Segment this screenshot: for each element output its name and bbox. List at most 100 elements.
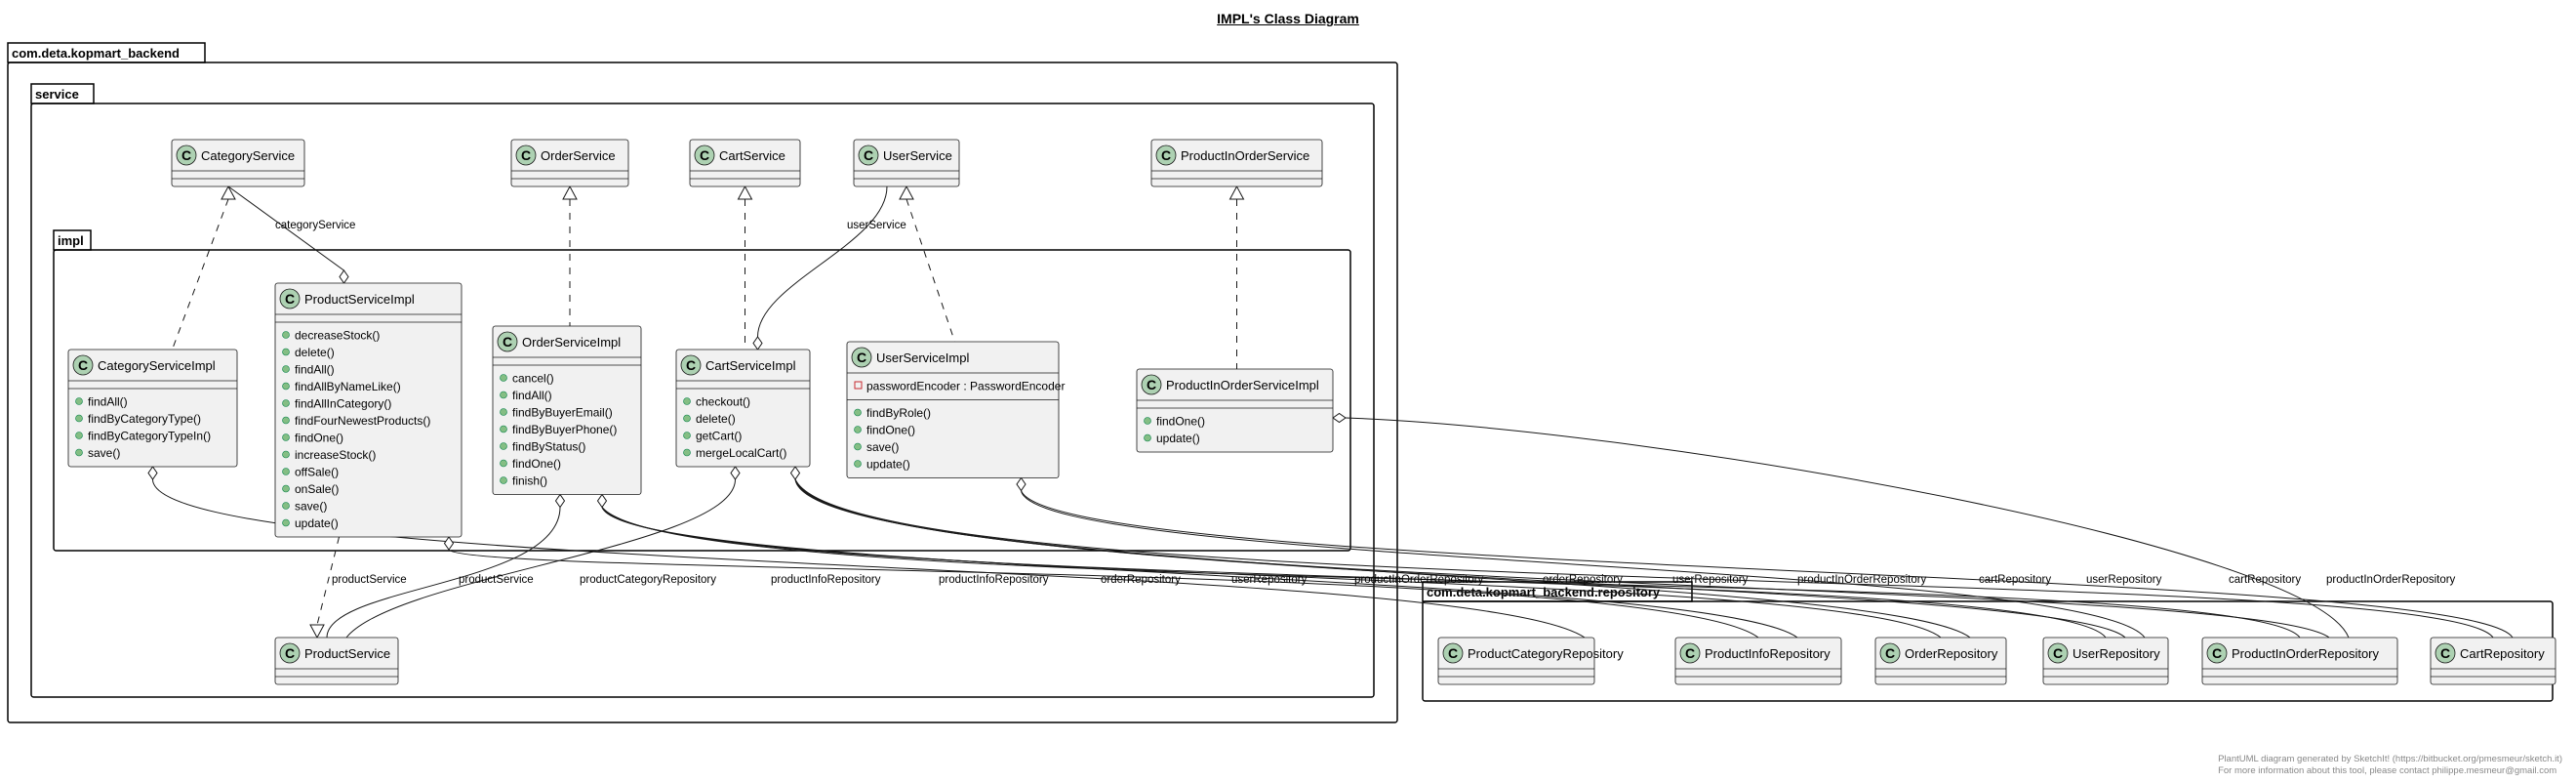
public-marker-icon: [500, 425, 507, 433]
class-method: increaseStock(): [295, 448, 376, 462]
class-method: update(): [295, 516, 339, 530]
class-circle-icon: [1442, 642, 1464, 664]
class-name: ProductInOrderServiceImpl: [1166, 378, 1319, 392]
public-marker-icon: [282, 331, 290, 339]
class-method: findOne(): [1156, 415, 1205, 429]
package-label-impl: impl: [58, 233, 84, 248]
relation-product-in-order-repository-order-service-impl: productInOrderRepository: [601, 507, 2301, 639]
package-label-root: com.deta.kopmart_backend: [12, 46, 180, 61]
public-marker-icon: [500, 459, 507, 468]
public-marker-icon: [282, 518, 290, 527]
class-circle-icon: C: [503, 334, 512, 350]
class-circle-icon: C: [686, 357, 696, 373]
class-circle-icon: [858, 144, 879, 166]
relation-order-repository-cart-service-impl: orderRepository: [789, 466, 1971, 639]
public-marker-icon: [854, 442, 862, 451]
class-circle-icon: C: [521, 147, 531, 163]
class-name: CartServiceImpl: [705, 358, 796, 373]
public-marker-icon: [282, 399, 290, 407]
relation-user-service-user-service-impl: [899, 185, 955, 343]
private-marker-icon: [854, 381, 863, 390]
class-method: offSale(): [295, 466, 339, 479]
class-circle-icon: [1879, 642, 1901, 664]
package-label-repository: com.deta.kopmart_backend.repository: [1427, 585, 1661, 599]
relation-label: productInOrderRepository: [2326, 574, 2456, 586]
class-method: findByCategoryType(): [88, 412, 201, 426]
public-marker-icon: [282, 433, 290, 441]
relation-label: userRepository: [2086, 574, 2162, 586]
class-method: cancel(): [512, 372, 554, 386]
class-circle-icon: [851, 347, 872, 368]
public-marker-icon: [282, 382, 290, 391]
public-marker-icon: [282, 365, 290, 373]
class-circle-icon: [2047, 642, 2069, 664]
public-marker-icon: [500, 442, 507, 450]
public-marker-icon: [282, 416, 290, 425]
public-marker-icon: [500, 476, 507, 484]
class-name: OrderServiceImpl: [522, 335, 621, 350]
relation-user-service-cart-service-impl: userService: [752, 185, 906, 350]
class-method: findOne(): [512, 457, 561, 471]
class-circle-icon: C: [2212, 645, 2222, 661]
class-circle-icon: C: [1161, 147, 1171, 163]
class-circle-icon: C: [857, 350, 866, 365]
diagram-title: IMPL's Class Diagram: [1217, 11, 1359, 26]
class-method: mergeLocalCart(): [696, 446, 786, 460]
relation-label: categoryService: [275, 220, 355, 231]
class-circle-icon: [694, 144, 715, 166]
class-product-service: C ProductService: [274, 637, 399, 685]
class-circle-icon: C: [1685, 645, 1695, 661]
relation-user-repository-cart-service-impl: userRepository: [794, 478, 2126, 639]
public-marker-icon: [854, 408, 862, 417]
public-marker-icon: [1144, 433, 1151, 442]
relation-label: orderRepository: [1543, 574, 1623, 586]
class-name: ProductInfoRepository: [1705, 646, 1831, 661]
relation-label: userRepository: [1672, 574, 1749, 586]
class-method: findAllByNameLike(): [295, 380, 401, 393]
class-circle-icon: [176, 144, 197, 166]
class-circle-icon: C: [285, 645, 295, 661]
package-impl: impl: [53, 229, 1351, 552]
public-marker-icon: [500, 391, 507, 399]
class-method: findAll(): [88, 395, 128, 409]
relation-product-in-order-repository-cart-service-impl: productInOrderRepository: [794, 478, 2330, 639]
class-field: passwordEncoder : PasswordEncoder: [866, 380, 1065, 393]
relation-user-repository-user-service-impl: userRepository: [1016, 476, 2162, 639]
class-circle-icon: [1679, 642, 1701, 664]
class-method: findOne(): [866, 424, 915, 437]
class-method: save(): [295, 500, 327, 514]
relation-label: productInfoRepository: [939, 574, 1049, 586]
public-marker-icon: [75, 448, 83, 457]
class-circle-icon: [1155, 144, 1177, 166]
public-marker-icon: [683, 414, 691, 423]
class-method: findAll(): [512, 389, 552, 402]
class-name: ProductCategoryRepository: [1468, 646, 1624, 661]
class-method: findAll(): [295, 363, 335, 377]
class-circle-icon: [680, 354, 702, 376]
class-method: update(): [1156, 432, 1200, 445]
class-method: update(): [866, 458, 910, 472]
class-name: UserService: [883, 148, 952, 163]
class-method: findByCategoryTypeIn(): [88, 430, 211, 443]
relation-cart-service-cart-service-impl: [737, 185, 753, 350]
public-marker-icon: [1144, 417, 1151, 425]
public-marker-icon: [282, 502, 290, 510]
class-method: save(): [866, 440, 899, 454]
package-service: service: [30, 83, 1375, 698]
class-name: ProductService: [304, 646, 390, 661]
class-name: ProductInOrderRepository: [2232, 646, 2380, 661]
relation-label: productCategoryRepository: [580, 574, 716, 586]
class-circle-icon: [497, 331, 518, 352]
